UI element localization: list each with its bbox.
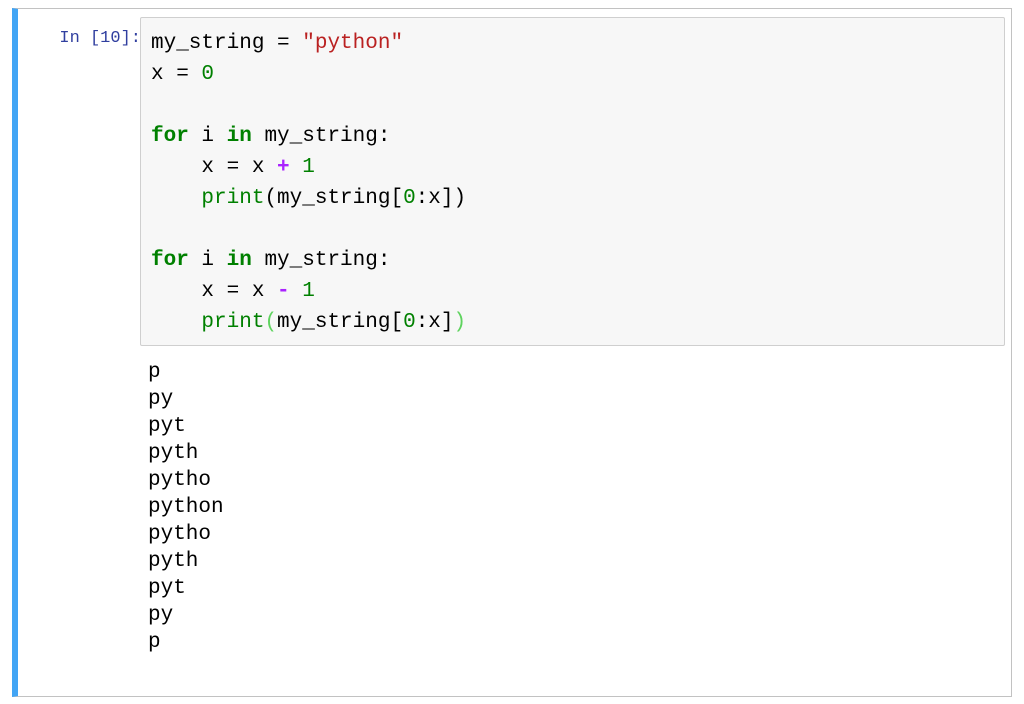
code-token: = [264, 32, 303, 55]
code-line: x = 0 [151, 59, 466, 90]
code-token: print [201, 311, 265, 334]
output-line: python [148, 496, 224, 519]
code-token: ( [264, 311, 278, 334]
code-token: for [151, 249, 189, 272]
code-token: :x]) [415, 187, 467, 210]
code-token: "python" [302, 32, 404, 55]
output-line: py [148, 388, 174, 411]
code-line: my_string = "python" [151, 28, 466, 59]
code-token: x = x [151, 156, 278, 179]
code-token: 0 [403, 311, 416, 334]
output-line: p [148, 361, 161, 384]
code-token: my_string[ [277, 311, 404, 334]
code-token: my_string: [251, 125, 391, 148]
code-line: x = x + 1 [151, 152, 466, 183]
output-line: pytho [148, 469, 212, 492]
code-token: - [277, 280, 290, 303]
code-token: my_string: [251, 249, 391, 272]
code-token: 0 [201, 63, 215, 86]
code-token: in [226, 125, 252, 148]
code-token: (my_string[ [264, 187, 404, 210]
code-line: x = x - 1 [151, 276, 466, 307]
code-token: 1 [302, 280, 315, 303]
output-line: p [148, 631, 161, 654]
code-token [290, 156, 303, 179]
code-token: x = x [151, 280, 278, 303]
code-line [151, 214, 466, 245]
code-line: print(my_string[0:x]) [151, 183, 466, 214]
output-line: pyt [148, 415, 186, 438]
code-token: print [201, 187, 265, 210]
code-token: :x] [415, 311, 454, 334]
code-line [151, 90, 466, 121]
code-token: i [188, 125, 227, 148]
code-token [151, 311, 201, 334]
code-line: print(my_string[0:x]) [151, 307, 466, 338]
input-prompt: In [10]: [59, 29, 141, 48]
code-token: x [151, 63, 164, 86]
code-editor[interactable]: my_string = "python"x = 0 for i in my_st… [140, 17, 1005, 346]
code-token [151, 187, 201, 210]
code-token: ) [453, 311, 467, 334]
code-token: i [188, 249, 227, 272]
code-line: for i in my_string: [151, 121, 466, 152]
code-token [290, 280, 303, 303]
code-token: 0 [403, 187, 416, 210]
output-line: pyth [148, 442, 199, 465]
code-token: 1 [302, 156, 315, 179]
output-line: pytho [148, 523, 212, 546]
output-line: pyth [148, 550, 199, 573]
output-line: py [148, 604, 174, 627]
code-token: = [163, 63, 202, 86]
code-token: my_string [151, 32, 265, 55]
output-line: pyt [148, 577, 186, 600]
code-line: for i in my_string: [151, 245, 466, 276]
code-token: + [277, 156, 290, 179]
code-token: in [226, 249, 252, 272]
notebook-code-cell[interactable]: In [10]: my_string = "python"x = 0 for i… [12, 8, 1012, 697]
code-token: for [151, 125, 189, 148]
cell-output: p py pyt pyth pytho python pytho pyth pyt py p [148, 359, 224, 656]
code-text[interactable]: my_string = "python"x = 0 for i in my_st… [151, 28, 466, 338]
